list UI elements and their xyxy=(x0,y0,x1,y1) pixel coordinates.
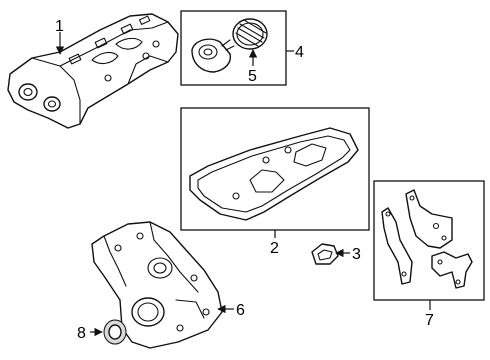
brackets-box xyxy=(373,180,485,301)
oil-cap-box xyxy=(180,10,287,86)
callout-3: 3 xyxy=(352,246,361,263)
callout-5: 5 xyxy=(248,68,257,85)
valve-cover-gasket-part xyxy=(189,127,359,221)
timing-cover-part xyxy=(91,221,223,349)
bracket-upper-part xyxy=(405,189,453,249)
valve-cover-part xyxy=(7,13,179,129)
callout-4: 4 xyxy=(295,44,304,61)
callout-6: 6 xyxy=(236,302,245,319)
callout-2: 2 xyxy=(270,240,279,257)
callout-1: 1 xyxy=(55,18,64,35)
bracket-lower-part xyxy=(431,251,473,289)
bracket-left-part xyxy=(381,207,413,285)
callout-8: 8 xyxy=(77,325,86,342)
seal-part xyxy=(311,243,339,265)
front-seal-part xyxy=(103,319,127,345)
oil-filler-cap-part xyxy=(232,18,268,50)
oil-cap-seal-part xyxy=(191,38,235,73)
callout-7: 7 xyxy=(425,312,434,329)
